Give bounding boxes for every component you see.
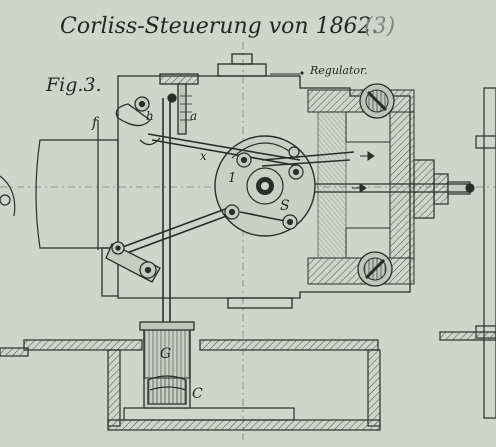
label-one: 1	[228, 171, 236, 186]
dashpot-pit	[107, 349, 381, 431]
label-h: h	[146, 109, 154, 123]
cylinder-left	[35, 120, 119, 250]
floor	[0, 331, 496, 357]
lower-valve	[357, 251, 393, 287]
title-main: Corliss-Steuerung von 1862.	[60, 14, 379, 39]
plate-title: Corliss-Steuerung von 1862. (3)	[60, 14, 395, 39]
label-a: a	[190, 109, 197, 123]
wrist-pins	[224, 146, 304, 230]
label-f: f	[91, 115, 100, 131]
piston-rod-gland	[300, 159, 475, 219]
upper-valve	[359, 83, 395, 119]
flywheel-fragment	[0, 175, 16, 217]
regulator-label: Regulator.	[309, 64, 368, 77]
wrist-plate	[214, 135, 316, 237]
title-number: (3)	[364, 14, 395, 39]
label-x: x	[200, 149, 207, 163]
lower-lever	[105, 241, 161, 283]
flow-arrows	[352, 151, 375, 193]
label-G: G	[160, 346, 171, 362]
dashpot-cylinder	[139, 321, 195, 409]
linkage-rods	[119, 98, 355, 330]
label-C: C	[192, 386, 203, 402]
upper-dashpot-lever	[115, 73, 199, 146]
figure-label: Fig.3.	[45, 74, 102, 96]
label-S: S	[280, 198, 290, 214]
